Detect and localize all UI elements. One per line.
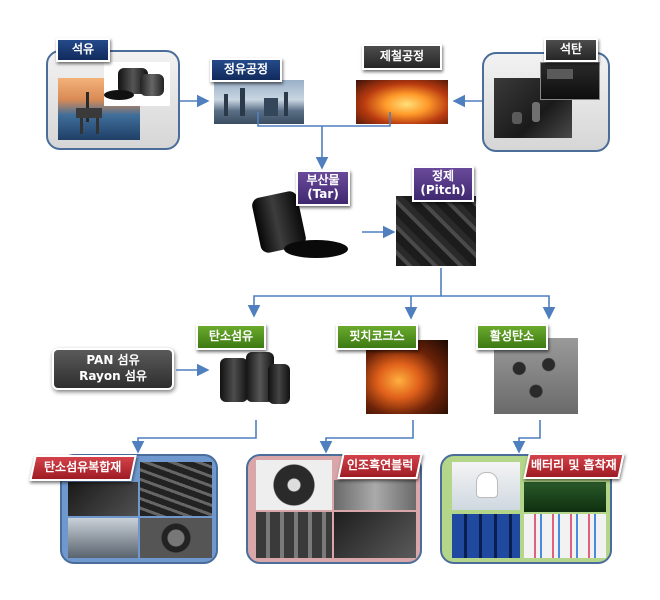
arrow-cf-to-composite xyxy=(131,420,257,454)
fiber-input-line1: PAN 섬유 xyxy=(86,353,140,368)
battery-adsorbent-label: 배터리 및 흡착재 xyxy=(523,453,625,479)
tar-label: 부산물 (Tar) xyxy=(296,170,350,206)
arrow-pitch-to-branch xyxy=(247,268,442,318)
composite-photo-4 xyxy=(140,518,212,558)
pitch-photo xyxy=(396,196,476,266)
composite-photo-3 xyxy=(68,518,138,558)
composite-photo-1 xyxy=(68,482,138,516)
composite-photo-2 xyxy=(140,462,212,516)
graphite-photo-4 xyxy=(334,512,416,558)
fiber-input-box: PAN 섬유 Rayon 섬유 xyxy=(52,348,174,390)
graphite-photo-2 xyxy=(334,480,416,510)
cf-composite-label: 탄소섬유복합재 xyxy=(29,455,137,481)
graphite-block-label-text: 인조흑연블럭 xyxy=(346,458,414,473)
pitch-label-line2: (Pitch) xyxy=(420,183,466,197)
battery-photo-3 xyxy=(452,514,520,558)
pitch-label: 정제 (Pitch) xyxy=(412,166,474,202)
battery-adsorbent-label-text: 배터리 및 흡착재 xyxy=(531,458,617,473)
arrow-process-to-tar xyxy=(257,112,391,127)
battery-photo-1 xyxy=(452,462,520,510)
pitch-label-line1: 정제 xyxy=(431,169,455,184)
arrow-coke-to-graphite xyxy=(319,420,414,454)
graphite-photo-3 xyxy=(256,512,332,558)
coal-pile-photo xyxy=(540,62,600,100)
graphite-photo-1 xyxy=(256,460,332,510)
carbon-fiber-photo xyxy=(214,348,294,414)
refinery-photo xyxy=(214,80,304,124)
oil-barrel-photo xyxy=(104,62,170,106)
tar-label-line2: (Tar) xyxy=(307,187,339,201)
pitch-coke-photo xyxy=(366,340,448,414)
arrow-activated-to-battery xyxy=(512,420,541,454)
refining-label: 정유공정 xyxy=(210,58,282,82)
activated-carbon-photo xyxy=(494,338,578,414)
graphite-block-label: 인조흑연블럭 xyxy=(337,453,423,479)
pitch-coke-label: 핏치코크스 xyxy=(336,324,418,350)
fiber-input-line2: Rayon 섬유 xyxy=(79,369,147,383)
battery-photo-4 xyxy=(524,514,606,558)
cf-composite-label-text: 탄소섬유복합재 xyxy=(44,460,122,475)
carbon-fiber-label: 탄소섬유 xyxy=(196,324,266,350)
coal-label: 석탄 xyxy=(544,38,598,62)
arrow-branch-to-activated xyxy=(441,295,556,320)
oil-label: 석유 xyxy=(56,38,110,62)
activated-carbon-label: 활성탄소 xyxy=(476,324,548,350)
tar-label-line1: 부산물 xyxy=(306,173,340,188)
steelmaking-label: 제철공정 xyxy=(362,44,442,70)
battery-photo-2 xyxy=(524,482,606,512)
steelmaking-photo xyxy=(356,80,448,124)
